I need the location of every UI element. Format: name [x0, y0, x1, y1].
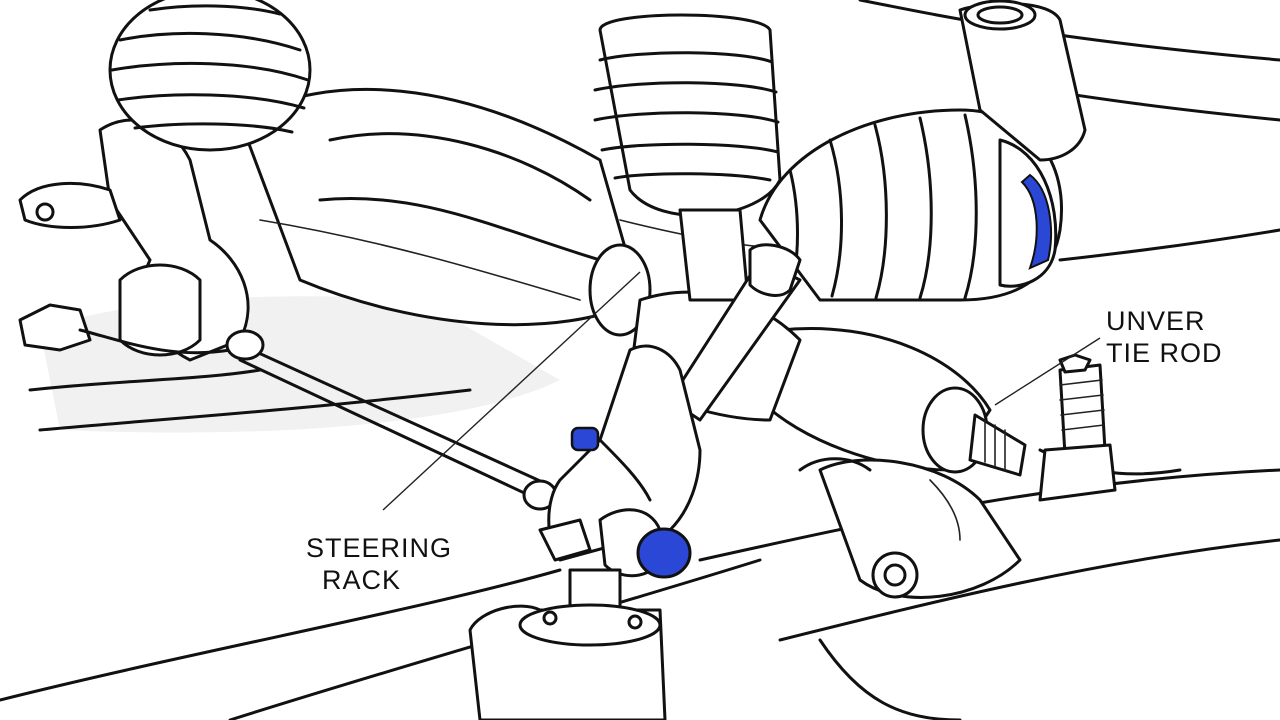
- center-upper-boot: [593, 13, 782, 302]
- ball-joint-stud: [1038, 353, 1117, 502]
- strut-lower: [468, 568, 667, 720]
- left-boot: [108, 0, 312, 152]
- steering-rack-label: STEERING RACK: [306, 532, 452, 596]
- outer-tie-rod-end: [921, 386, 1027, 477]
- steering-rack-label-line2: RACK: [322, 565, 402, 595]
- tie-rod-label-line1: UNVER: [1106, 306, 1206, 336]
- tie-rod-bar: [225, 329, 562, 511]
- right-boot: [758, 108, 1063, 302]
- tie-rod-leader: [994, 337, 1101, 406]
- lower-control-arm: [798, 457, 1022, 599]
- steering-knuckle: [538, 344, 702, 579]
- left-knuckle: [18, 118, 250, 362]
- steering-rack-label-line1: STEERING: [306, 533, 453, 563]
- inner-tie-rod: [668, 243, 802, 422]
- steering-rack-leader: [382, 271, 641, 511]
- tie-rod-label-line2: TIE ROD: [1106, 338, 1223, 368]
- tie-rod-label: UNVER TIE ROD: [1106, 305, 1223, 369]
- upper-mount: [958, 0, 1087, 162]
